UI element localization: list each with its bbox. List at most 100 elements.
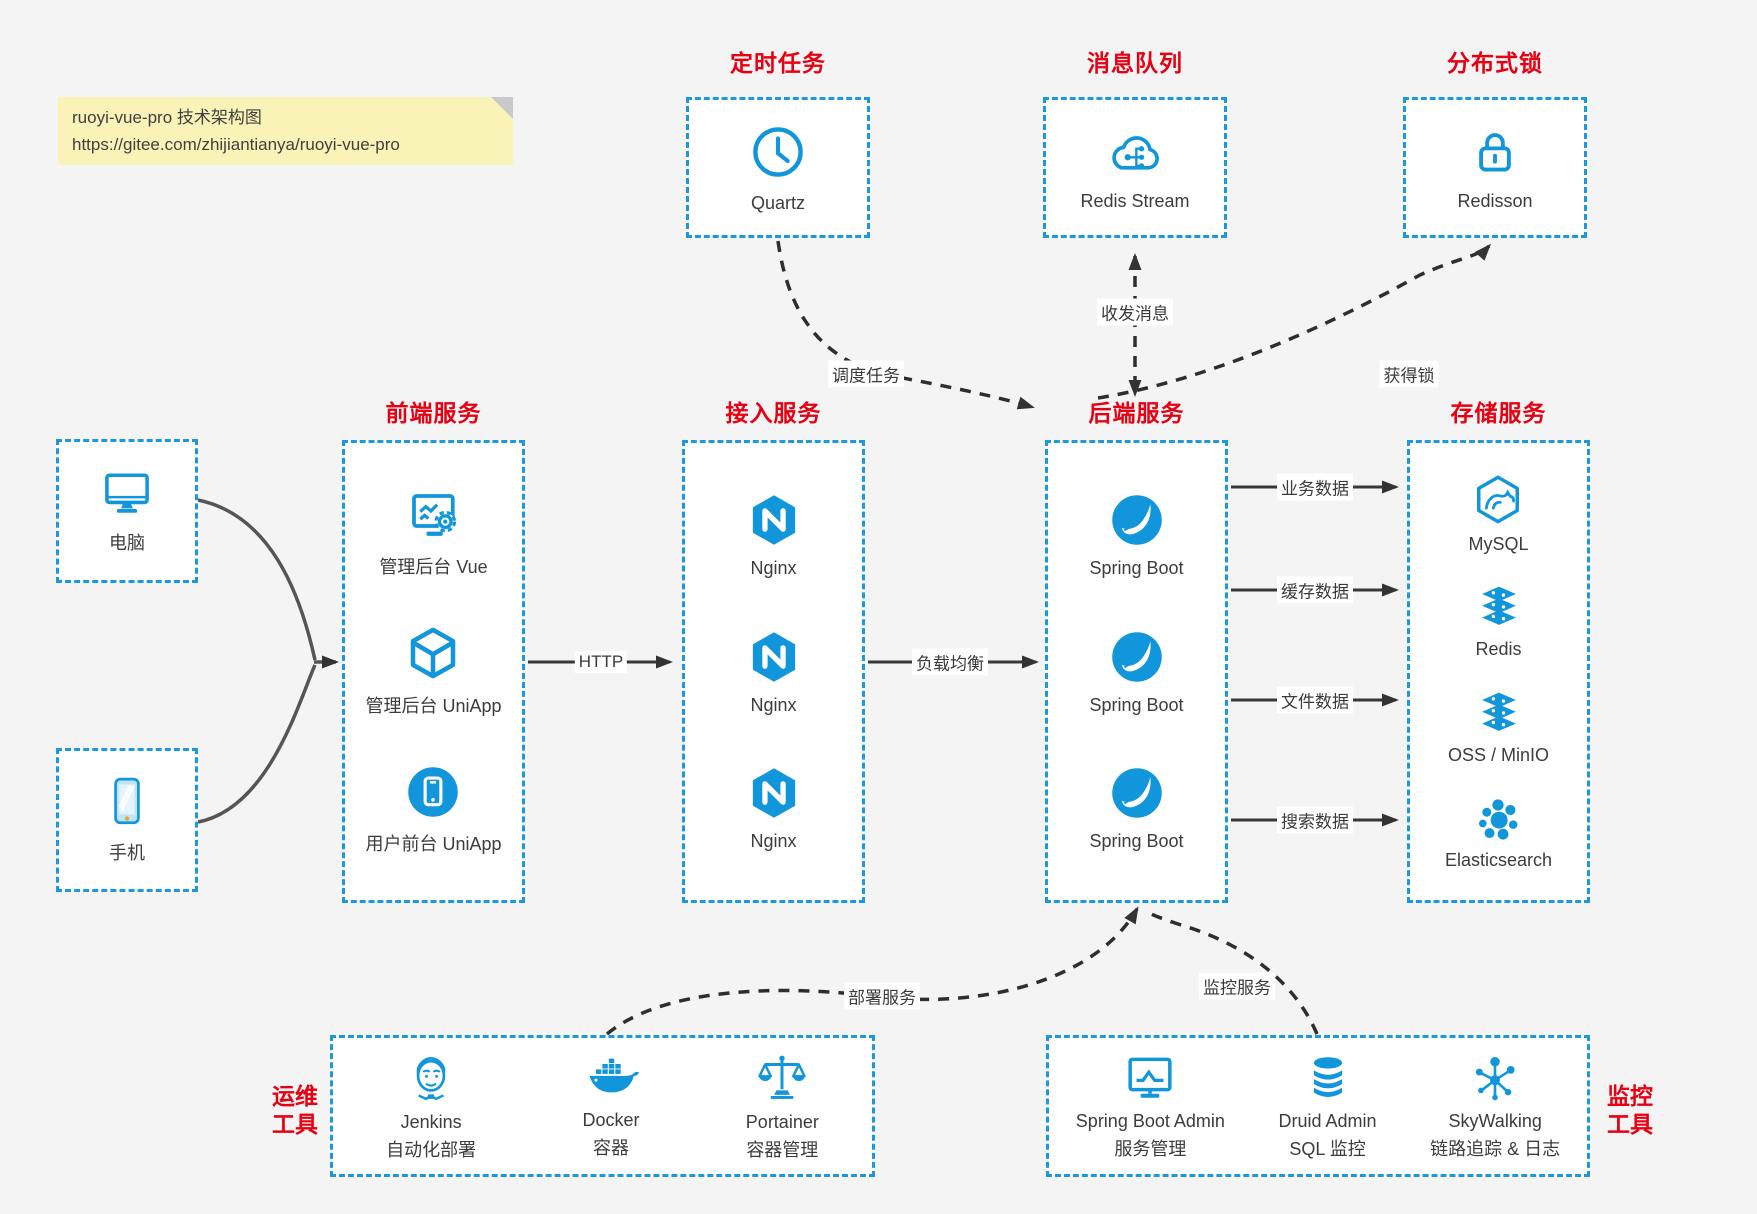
ops-tools-box: Jenkins 自动化部署 Docker 容器 <box>330 1035 875 1177</box>
service-spring-boot-3: Spring Boot <box>1089 764 1184 852</box>
quartz-box: Quartz <box>686 97 870 238</box>
edge-label-monitor: 监控服务 <box>1199 972 1275 1000</box>
service-elasticsearch: Elasticsearch <box>1445 794 1552 871</box>
skywalking-icon <box>1475 1056 1515 1101</box>
edge-label-http: HTTP <box>574 651 628 673</box>
service-spring-boot-2: Spring Boot <box>1089 628 1184 716</box>
jenkins-icon <box>416 1056 446 1101</box>
monitor-tools-title: 监控 工具 <box>1607 1082 1717 1138</box>
druid-icon <box>1313 1057 1342 1097</box>
pc-client-box: 电脑 <box>56 439 198 583</box>
oss-stack-icon <box>1481 692 1516 731</box>
admin-vue-icon <box>411 493 456 536</box>
group-title-distributed-lock: 分布式锁 <box>1447 50 1543 76</box>
skywalking-desc: 链路追踪 & 日志 <box>1430 1139 1561 1159</box>
druid-desc: SQL 监控 <box>1289 1139 1366 1159</box>
edge-label-file-data: 文件数据 <box>1277 686 1353 714</box>
redisson-label: Redisson <box>1457 191 1533 211</box>
tool-druid-admin: Druid Admin SQL 监控 <box>1279 1052 1377 1160</box>
spring-boot-admin-icon <box>1128 1057 1172 1098</box>
tool-portainer: Portainer 容器管理 <box>746 1051 819 1161</box>
note-corner-fold <box>491 97 513 119</box>
edge-label-cache-data: 缓存数据 <box>1277 576 1353 604</box>
monitor-tools-box: Spring Boot Admin 服务管理 Druid Admin SQL 监… <box>1046 1035 1590 1177</box>
spring-boot-label: Spring Boot <box>1089 558 1184 579</box>
cloud-share-icon <box>1112 136 1159 170</box>
ops-tools-title: 运维 工具 <box>208 1082 318 1138</box>
redis-stream-label: Redis Stream <box>1080 191 1190 211</box>
uniapp-cube-icon <box>411 627 456 679</box>
access-services-box: Nginx Nginx Nginx <box>682 440 865 903</box>
docker-icon <box>589 1058 639 1093</box>
service-spring-boot-1: Spring Boot <box>1089 491 1184 579</box>
admin-uniapp-label: 管理后台 UniApp <box>365 696 502 716</box>
frontend-services-box: 管理后台 Vue 管理后台 UniApp 用户前台 UniApp <box>342 440 525 903</box>
oss-minio-label: OSS / MinIO <box>1447 744 1550 765</box>
edge-deploy-service <box>605 906 1139 1036</box>
jenkins-desc: 自动化部署 <box>386 1140 477 1160</box>
redisson-box: Redisson <box>1403 97 1587 238</box>
service-redis: Redis <box>1472 583 1526 660</box>
note-url: https://gitee.com/zhijiantianya/ruoyi-vu… <box>72 135 400 154</box>
phone-client-box: 手机 <box>56 748 198 892</box>
edge-label-acquire-lock: 获得锁 <box>1379 360 1439 388</box>
monitor-icon <box>105 473 149 513</box>
docker-name: Docker <box>582 1110 640 1130</box>
edge-pc-to-frontend <box>197 498 317 661</box>
jenkins-name: Jenkins <box>400 1112 462 1132</box>
spring-boot-icon <box>1111 631 1162 682</box>
monitor-title-line2: 工具 <box>1607 1111 1653 1137</box>
mysql-icon <box>1477 475 1520 523</box>
service-admin-vue: 管理后台 Vue <box>379 488 488 579</box>
lock-icon <box>1479 133 1511 172</box>
docker-desc: 容器 <box>592 1138 629 1158</box>
column-title-backend: 后端服务 <box>1088 400 1185 426</box>
group-title-message-queue: 消息队列 <box>1087 50 1183 76</box>
edge-phone-to-frontend <box>197 664 317 824</box>
portainer-icon <box>758 1055 807 1099</box>
clock-icon <box>753 127 803 177</box>
nginx-icon <box>752 631 795 682</box>
edge-label-messages: 收发消息 <box>1097 298 1173 326</box>
backend-services-box: Spring Boot Spring Boot Spring Boot <box>1045 440 1228 903</box>
monitor-title-line1: 监控 <box>1607 1083 1653 1109</box>
ops-title-line1: 运维 <box>272 1083 318 1109</box>
portainer-desc: 容器管理 <box>746 1140 819 1160</box>
phone-icon <box>114 777 140 825</box>
edge-schedule-task <box>776 240 1035 410</box>
tool-skywalking: SkyWalking 链路追踪 & 日志 <box>1430 1052 1560 1160</box>
ops-title-line2: 工具 <box>272 1111 318 1137</box>
nginx-label: Nginx <box>750 694 797 715</box>
group-title-scheduled-tasks: 定时任务 <box>730 50 826 76</box>
elasticsearch-icon <box>1479 799 1518 840</box>
tool-jenkins: Jenkins 自动化部署 <box>386 1051 476 1161</box>
tool-docker: Docker 容器 <box>582 1053 639 1159</box>
spring-boot-icon <box>1111 495 1162 546</box>
nginx-label: Nginx <box>750 830 797 851</box>
skywalking-name: SkyWalking <box>1448 1111 1542 1131</box>
spring-boot-label: Spring Boot <box>1089 830 1184 851</box>
edge-label-business-data: 业务数据 <box>1277 473 1353 501</box>
column-title-storage: 存储服务 <box>1450 400 1547 426</box>
user-uniapp-label: 用户前台 UniApp <box>365 833 502 854</box>
spring-boot-label: Spring Boot <box>1089 694 1184 715</box>
mysql-label: MySQL <box>1468 533 1529 554</box>
redis-stack-icon <box>1481 586 1516 626</box>
phone-label: 手机 <box>109 843 145 863</box>
user-app-icon <box>408 766 459 817</box>
quartz-label: Quartz <box>750 193 806 213</box>
service-admin-uniapp: 管理后台 UniApp <box>365 623 502 718</box>
portainer-name: Portainer <box>745 1112 819 1132</box>
edge-label-search-data: 搜索数据 <box>1277 806 1353 834</box>
spring-boot-admin-name: Spring Boot Admin <box>1075 1111 1225 1131</box>
edge-label-schedule: 调度任务 <box>828 360 904 388</box>
sticky-note: ruoyi-vue-pro 技术架构图 https://gitee.com/zh… <box>58 97 513 165</box>
service-nginx-2: Nginx <box>745 628 803 716</box>
edge-label-deploy: 部署服务 <box>844 982 920 1010</box>
elasticsearch-label: Elasticsearch <box>1444 850 1553 871</box>
redis-label: Redis <box>1475 639 1522 660</box>
nginx-label: Nginx <box>750 558 797 579</box>
note-title: ruoyi-vue-pro 技术架构图 <box>72 108 262 127</box>
edge-label-load-balance: 负载均衡 <box>912 648 988 676</box>
